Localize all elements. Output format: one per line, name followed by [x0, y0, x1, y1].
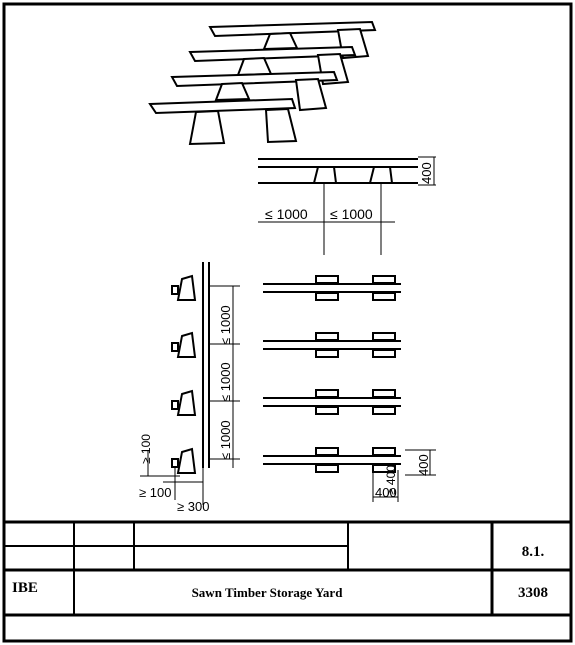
dim-span-a: ≤ 1000 — [265, 206, 308, 222]
dim-layer-1: ≤ 1000 — [218, 305, 233, 345]
isometric-stack-view — [148, 20, 377, 146]
side-elevation — [258, 156, 436, 255]
title-block-title: Sawn Timber Storage Yard — [192, 585, 344, 600]
title-block-org: IBE — [12, 580, 38, 596]
dim-gap-100: ≥ 100 — [139, 485, 171, 500]
title-block-sheet-number: 3308 — [518, 585, 548, 601]
dim-height: 400 — [419, 162, 434, 184]
dim-depth: 400 — [375, 485, 397, 500]
dim-span-b: ≤ 1000 — [330, 206, 373, 222]
dim-right-depth: ≥ 400 — [384, 465, 398, 495]
end-elevation — [140, 262, 240, 505]
dim-right-height: 400 — [416, 454, 431, 476]
dim-over-100: ≥ 100 — [139, 434, 153, 464]
plan-view — [263, 275, 401, 473]
title-block — [4, 520, 571, 617]
dim-clear-300: ≥ 300 — [177, 499, 209, 514]
title-block-section: 8.1. — [522, 544, 545, 560]
dim-layer-3: ≤ 1000 — [218, 420, 233, 460]
dim-layer-2: ≤ 1000 — [218, 362, 233, 402]
